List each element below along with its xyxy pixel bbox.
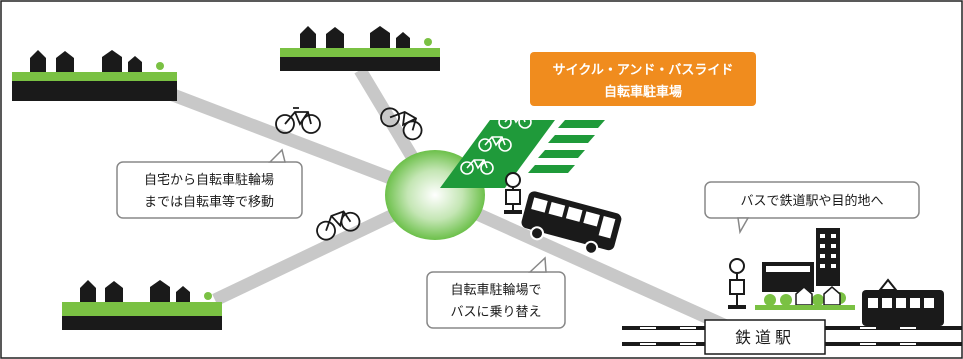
station-label: 鉄道駅 (735, 328, 795, 347)
callout-transfer-line1: 自転車駐輪場で (450, 282, 541, 298)
parking-stripe (528, 165, 575, 173)
house-icon (102, 50, 122, 72)
tree-icon (204, 292, 212, 300)
callout-transfer: 自転車駐輪場で バスに乗り替え (426, 256, 566, 329)
house-icon (30, 50, 46, 72)
bus-icon (521, 191, 622, 255)
tree-icon (424, 38, 432, 46)
house-icon (396, 32, 410, 48)
bus-stop-icon (504, 172, 522, 214)
house-cluster-northwest (12, 50, 177, 101)
tree-icon (156, 62, 164, 70)
house-icon (300, 26, 316, 48)
house-cluster-north (280, 26, 440, 71)
city-buildings (755, 228, 855, 310)
parking-stripe (538, 150, 585, 158)
bicycle-icon (275, 107, 321, 134)
house-icon (370, 26, 390, 48)
title-line2: 自転車駐車場 (604, 84, 682, 100)
house-icon (326, 27, 344, 48)
house-icon (80, 280, 96, 302)
house-icon (823, 286, 841, 306)
title-line1: サイクル・アンド・バスライド (553, 63, 734, 78)
bicycle-icon (316, 210, 361, 241)
bus-stop-icon (728, 258, 746, 309)
callout-bus-line1: バスで鉄道駅や目的地へ (740, 193, 883, 209)
title-box: サイクル・アンド・バスライド 自転車駐車場 (530, 52, 756, 106)
callout-transfer-line2: バスに乗り替え (450, 305, 541, 320)
parking-lot (440, 120, 555, 188)
bicycle-icon (380, 107, 423, 141)
house-icon (105, 281, 123, 302)
callout-bus-to-destination: バスで鉄道駅や目的地へ (704, 181, 920, 235)
parking-stripe (558, 120, 605, 128)
callout-home-line2: までは自転車等で移動 (144, 194, 274, 210)
bicycle-parking-area (440, 113, 605, 188)
house-icon (176, 286, 190, 302)
callout-home-to-parking: 自宅から自転車駐輪場 までは自転車等で移動 (116, 148, 303, 219)
train-icon (862, 278, 944, 326)
house-icon (128, 56, 142, 72)
bicycle-icon (498, 113, 532, 129)
station-label-box: 鉄道駅 (704, 319, 826, 355)
building-icon (816, 228, 840, 286)
road-southeast (432, 189, 738, 336)
callout-home-line1: 自宅から自転車駐輪場 (144, 172, 274, 188)
parking-stripe (548, 135, 595, 143)
bicycle-icon (460, 159, 494, 175)
house-cluster-southwest (62, 280, 222, 330)
bicycle-icon (478, 136, 512, 152)
house-icon (150, 280, 170, 302)
house-icon (56, 51, 74, 72)
